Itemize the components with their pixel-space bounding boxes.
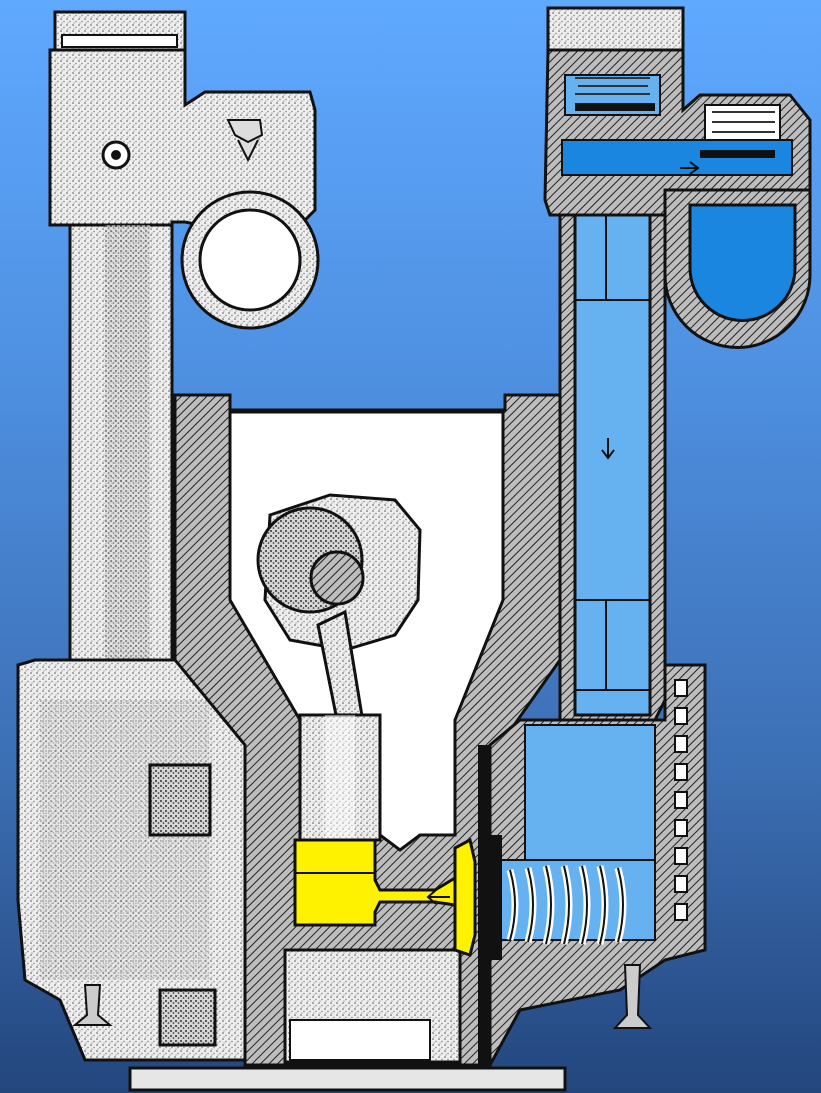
plunger	[298, 713, 382, 842]
wing-nut	[226, 119, 264, 163]
right-foot-bolt	[612, 964, 653, 1029]
crank-pin	[309, 550, 365, 606]
left-lower-block	[16, 658, 247, 1062]
right-fluid-column	[558, 183, 667, 722]
right-head-cap	[546, 6, 685, 55]
flow-arrow-left	[426, 889, 450, 905]
right-head	[543, 6, 812, 349]
diaphragm	[453, 745, 490, 1065]
base-plate	[128, 1066, 567, 1092]
diaphragm-plate	[453, 837, 477, 957]
left-column-with-head	[48, 10, 320, 667]
right-lower-chamber	[488, 663, 707, 1066]
ring-bracket-bore	[198, 208, 302, 312]
check-valve-seat-top	[575, 103, 655, 111]
left-nut	[148, 763, 212, 837]
check-valve-seat	[700, 150, 775, 158]
flow-arrow-down	[601, 438, 615, 460]
left-foot-bolt	[72, 984, 113, 1026]
left-lower-nut	[158, 988, 217, 1047]
flow-arrow-right	[680, 161, 700, 175]
diaphragm-membrane	[478, 745, 490, 1065]
vent-slots	[674, 679, 688, 921]
fluid-column	[573, 198, 652, 717]
crank-assembly	[256, 493, 422, 722]
lower-fluid-chamber	[524, 724, 656, 866]
bellows-spring	[506, 865, 627, 945]
suction-bulb-fluid	[688, 203, 797, 322]
